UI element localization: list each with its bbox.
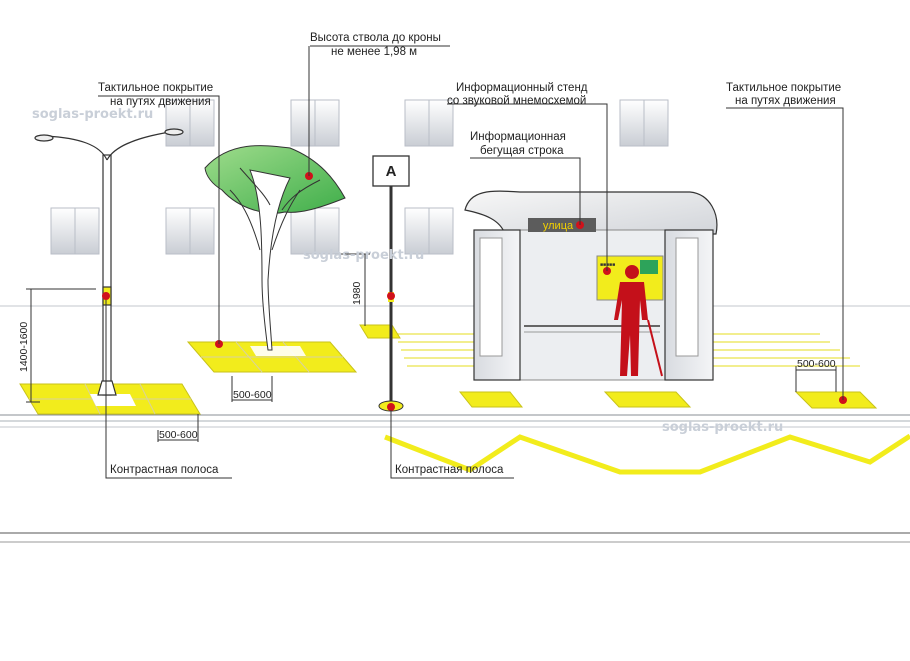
- pole-height-dim: 1400-1600: [18, 322, 30, 372]
- watermark-2: soglas-proekt.ru: [303, 248, 424, 263]
- shelter-tile: [458, 391, 524, 408]
- svg-text:■■■■■: ■■■■■: [600, 262, 615, 268]
- sidewalk-edge: [0, 305, 910, 543]
- tree: [204, 145, 346, 351]
- marker-sign: [387, 292, 395, 300]
- sign-tile: [359, 324, 401, 339]
- ticker-label-1: Информационная: [470, 131, 566, 143]
- street-lamp: [34, 128, 184, 396]
- tactile-right-label-1: Тактильное покрытие: [726, 82, 841, 94]
- leader-lines: [98, 45, 844, 479]
- contrast-mid-label: Контрастная полоса: [395, 464, 504, 476]
- trunk-label-2: не менее 1,98 м: [331, 46, 417, 58]
- right-tile: [794, 391, 878, 409]
- bus-stop-sign: [372, 155, 410, 412]
- ticker-label-2: бегущая строка: [480, 145, 564, 157]
- shelter-tile: [603, 391, 692, 408]
- info-stand-label-2: со звуковой мнемосхемой: [447, 95, 586, 107]
- lamp-tile-dim: 500-600: [159, 429, 198, 441]
- marker-contrast: [387, 403, 395, 411]
- bus-shelter: [464, 190, 718, 381]
- road-zigzag-line: [384, 433, 910, 475]
- tactile-left-label-1: Тактильное покрытие: [98, 82, 213, 94]
- trunk-label-1: Высота ствола до кроны: [310, 32, 441, 44]
- tactile-right-label-2: на путях движения: [735, 95, 836, 107]
- watermark-1: soglas-proekt.ru: [32, 107, 153, 122]
- right-tile-dim: 500-600: [797, 358, 836, 370]
- marker-lamp: [102, 292, 110, 300]
- info-stand-label-1: Информационный стенд: [456, 82, 588, 94]
- sign-letter: А: [386, 163, 397, 180]
- street-name: улица: [543, 220, 574, 232]
- dimension-lines: [26, 253, 837, 442]
- contrast-left-label: Контрастная полоса: [110, 464, 219, 476]
- tactile-left-label-2: на путях движения: [110, 96, 211, 108]
- watermark-3: soglas-proekt.ru: [662, 420, 783, 435]
- sign-height-dim: 1980: [351, 281, 363, 305]
- person-with-cane: [614, 265, 663, 377]
- tree-tile-dim: 500-600: [233, 389, 272, 401]
